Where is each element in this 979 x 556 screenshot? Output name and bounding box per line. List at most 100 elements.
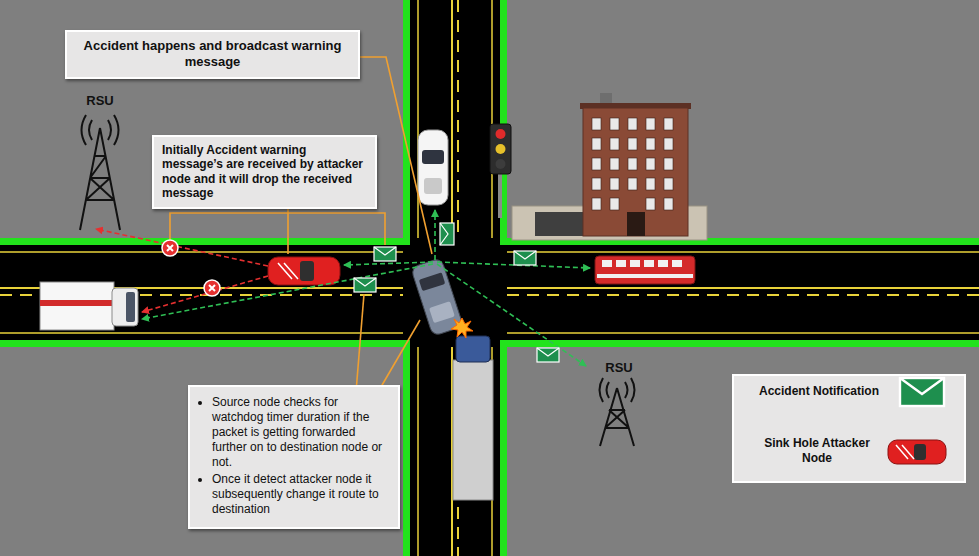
building <box>646 198 655 210</box>
building <box>628 138 637 150</box>
lane-marking <box>451 0 453 238</box>
vehicle <box>40 300 114 306</box>
vehicle <box>126 292 135 322</box>
bullet-list: Source node checks for watchdog timer du… <box>194 395 390 517</box>
vehicle <box>40 282 114 330</box>
callout-box: Source node checks for watchdog timer du… <box>188 385 400 529</box>
building <box>592 158 601 170</box>
building <box>583 108 688 236</box>
legend-text: Accident Notification <box>745 384 893 399</box>
vehicle <box>456 336 490 362</box>
vehicle <box>602 260 682 267</box>
building <box>646 138 655 150</box>
vehicle <box>300 261 314 281</box>
building <box>627 212 645 236</box>
building <box>592 118 601 130</box>
building <box>592 198 601 210</box>
broadcast-arrow <box>142 210 590 366</box>
vehicle <box>418 130 448 205</box>
traffic-light <box>490 124 511 218</box>
message-icon <box>537 348 559 362</box>
road <box>410 0 500 556</box>
curb-line <box>403 0 410 245</box>
callout-text: Initially Accident warning message’s are… <box>162 143 367 201</box>
legend-panel <box>914 444 926 460</box>
vehicle <box>595 256 695 284</box>
vehicle <box>630 260 640 267</box>
vehicle <box>644 260 654 267</box>
curb-line <box>0 340 410 347</box>
vehicle <box>597 274 693 278</box>
lane-marking <box>507 294 979 296</box>
vehicle <box>672 260 682 267</box>
vehicle <box>419 272 446 291</box>
dropped-arrow <box>142 276 268 312</box>
lane-marking <box>507 287 979 289</box>
broadcast-arrow <box>434 210 436 260</box>
curb-line <box>500 340 507 556</box>
leader-line <box>356 294 364 392</box>
vehicle <box>429 301 455 323</box>
crash-spark <box>451 318 473 338</box>
traffic-light <box>496 159 506 169</box>
curb-line <box>500 340 979 347</box>
message-icon <box>514 251 536 265</box>
building <box>610 118 619 130</box>
broadcast-arrow <box>437 264 586 366</box>
traffic-light <box>496 144 506 154</box>
building <box>592 138 601 150</box>
message-icon <box>440 223 454 245</box>
lane-marking <box>417 0 419 238</box>
rsu-tower <box>82 115 119 145</box>
callout-box: Accident happens and broadcast warning m… <box>65 30 360 79</box>
rsu-tower <box>600 388 634 446</box>
building <box>610 178 619 190</box>
building <box>512 93 707 240</box>
dropped-arrow <box>96 229 268 266</box>
rsu-tower <box>600 378 635 402</box>
vehicle <box>268 257 340 285</box>
curb-line <box>403 340 410 556</box>
rsu-label: RSU <box>78 93 122 108</box>
vehicle <box>453 360 493 500</box>
traffic-light <box>496 129 506 139</box>
lane-marking <box>457 0 459 238</box>
curb-line <box>0 238 410 245</box>
building <box>610 198 619 210</box>
vehicle <box>40 130 695 500</box>
lane-marking <box>491 0 493 238</box>
bullet-text: Once it detect attacker node it subseque… <box>212 472 390 517</box>
building <box>664 178 673 190</box>
dropped-arrow <box>96 229 268 312</box>
building <box>610 158 619 170</box>
drop-mark <box>162 240 178 256</box>
vehicle <box>411 258 464 336</box>
broadcast-arrow <box>344 262 433 265</box>
lane-marking <box>417 347 419 556</box>
building <box>664 138 673 150</box>
building <box>646 118 655 130</box>
traffic-light <box>490 124 511 174</box>
drop-mark <box>162 240 220 296</box>
callout-text: Accident happens and broadcast warning m… <box>75 38 350 71</box>
leader-line <box>170 57 432 392</box>
legend-panel <box>733 375 965 482</box>
building <box>628 178 637 190</box>
leader-line <box>170 213 385 245</box>
lane-marking <box>507 332 979 334</box>
message-icon <box>374 247 396 261</box>
drop-mark <box>204 280 220 296</box>
vehicle <box>112 288 138 326</box>
legend-panel <box>896 445 914 459</box>
vehicle <box>658 260 668 267</box>
vehicle <box>602 260 612 267</box>
building <box>628 158 637 170</box>
building <box>628 118 637 130</box>
